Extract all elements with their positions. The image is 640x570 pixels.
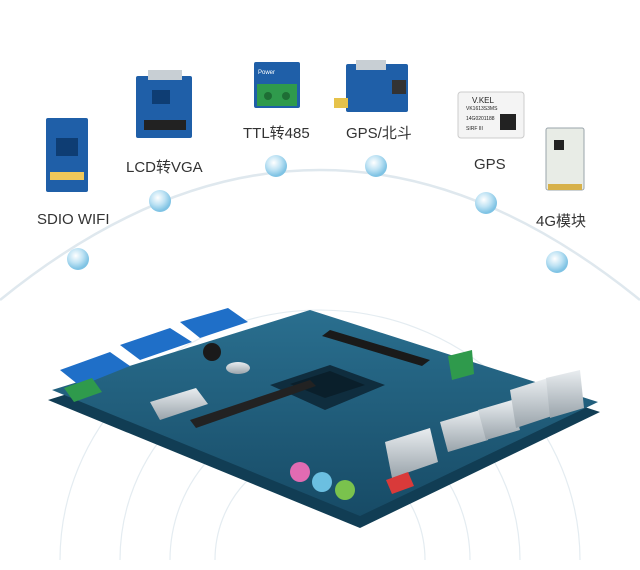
main-board (48, 308, 600, 528)
module-sdio-wifi-image (46, 118, 88, 192)
label-4g: 4G模块 (536, 213, 587, 230)
ttl485-module-text: Power (258, 70, 276, 76)
label-gps: GPS (474, 156, 506, 173)
gps-module-serial: 14G0201188 (466, 116, 495, 122)
module-lcd-vga-image (136, 70, 192, 138)
label-sdio-wifi: SDIO WIFI (37, 211, 110, 228)
module-4g-image (545, 127, 585, 191)
arc-bubbles (67, 155, 568, 273)
label-lcd-vga: LCD转VGA (126, 159, 203, 176)
gps-module-brand: V.KEL (472, 96, 494, 105)
module-gps-image (457, 91, 525, 139)
label-ttl-485: TTL转485 (243, 125, 310, 142)
label-gps-beidou: GPS/北斗 (346, 125, 412, 142)
gps-module-model: VK1613S3MS (466, 106, 498, 112)
module-gps-beidou-image (334, 60, 408, 112)
module-ttl485-image (254, 62, 300, 108)
gps-module-chip: SIRF III (466, 126, 483, 132)
